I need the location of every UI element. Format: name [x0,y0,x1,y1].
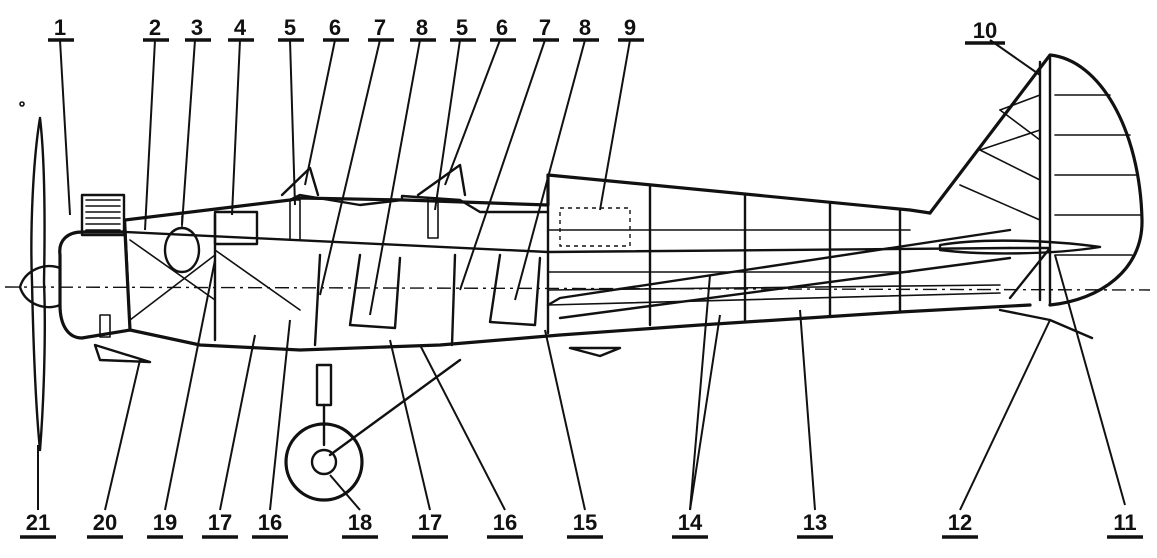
callout-17b: 17 [418,510,442,535]
callout-11: 11 [1113,510,1136,535]
callout-16b: 16 [493,510,517,535]
leader-lines [37,39,1126,511]
landing-gear [284,358,462,502]
cockpits [129,163,542,347]
callout-4: 4 [234,15,247,40]
callout-12: 12 [948,510,972,535]
callout-15: 15 [573,510,597,535]
callout-6b: 6 [496,15,508,40]
fuselage-truss [546,173,1012,335]
engine [58,193,152,364]
tail-unit [928,53,1144,340]
callouts-top: 1 2 3 4 5 6 7 8 5 6 7 8 9 10 [48,15,1005,45]
callout-7b: 7 [539,15,551,40]
callout-5b: 5 [456,15,468,40]
callout-13: 13 [803,510,827,535]
callout-7a: 7 [374,15,386,40]
callout-3: 3 [191,15,203,40]
callout-17a: 17 [208,510,232,535]
callout-1: 1 [54,15,66,40]
callout-14: 14 [678,510,703,535]
callout-5a: 5 [284,15,296,40]
callout-6a: 6 [329,15,341,40]
callout-8b: 8 [579,15,591,40]
callout-20: 20 [93,510,117,535]
callout-8a: 8 [416,15,428,40]
baggage-compartment [559,207,631,247]
callout-18: 18 [348,510,372,535]
callout-2: 2 [149,15,161,40]
callout-16a: 16 [258,510,282,535]
callout-21: 21 [26,510,50,535]
propeller [18,101,62,452]
fuselage [123,173,1032,358]
callout-19: 19 [153,510,177,535]
callout-10: 10 [973,18,997,43]
center-line [4,286,1151,291]
callouts-bottom: 21 20 19 17 16 18 17 16 15 14 13 12 11 [20,510,1143,539]
callout-9: 9 [624,15,636,40]
